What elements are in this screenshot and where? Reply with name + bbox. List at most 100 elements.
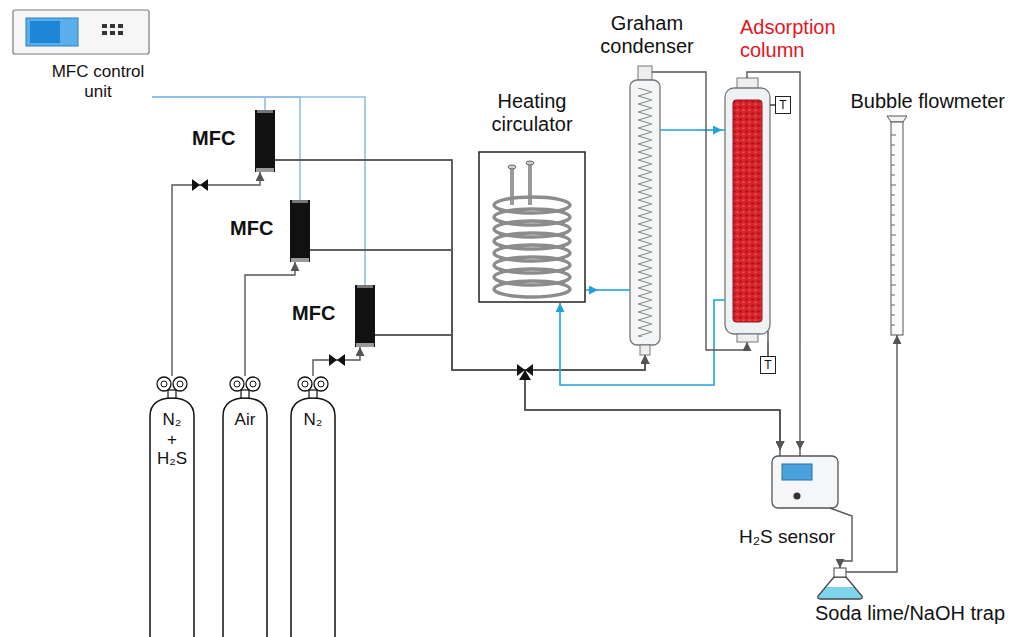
gas-cylinder: N₂	[289, 376, 337, 637]
valve-symbol	[329, 354, 345, 366]
cylinder-knob	[173, 377, 187, 391]
controller-button	[118, 31, 123, 35]
h2s-sensor: H₂S sensor	[735, 450, 860, 552]
coolant-stub	[722, 299, 725, 301]
glass-joint	[638, 66, 652, 80]
graduation-marks	[891, 135, 896, 325]
three-way-valve	[519, 370, 531, 380]
condenser-jacket	[630, 80, 660, 345]
gas-label: N₂	[304, 410, 323, 430]
cylinder-knob	[250, 381, 256, 387]
coolant-stub	[722, 129, 725, 131]
gas-cylinder: Air	[221, 376, 269, 637]
thermocouple-label: T	[764, 357, 771, 373]
control-cable	[152, 97, 300, 200]
cylinder-knob	[246, 377, 260, 391]
coolant-line	[696, 129, 722, 131]
thermocouple-wire	[767, 342, 768, 356]
device-label: MFC	[230, 217, 273, 240]
thermocouple: T	[760, 356, 776, 374]
device-label: MFC control unit	[48, 62, 148, 101]
gas-line	[172, 172, 260, 376]
cylinder-knob	[177, 381, 183, 387]
glass-joint	[737, 334, 758, 342]
heating-circulator: Heating circulator	[478, 88, 586, 303]
cylinder-body	[291, 398, 335, 637]
graham-condenser: Graham condenser	[598, 10, 696, 355]
mfc-cap	[291, 258, 309, 262]
mfc-cap	[257, 110, 273, 113]
device-label: MFC	[292, 302, 335, 325]
heating-coil	[494, 281, 570, 297]
sensor-screen	[782, 464, 812, 480]
adsorption-column: TAdsorption column	[722, 10, 838, 342]
gas-cylinder: N₂ + H₂S	[148, 376, 196, 637]
controller-screen	[26, 18, 78, 46]
adsorbent-bed	[733, 100, 762, 322]
controller-box: MFC control unit	[12, 10, 152, 105]
cylinder-neck	[309, 390, 317, 398]
device-label: Heating circulator	[491, 90, 572, 136]
gas-stub	[779, 450, 780, 456]
controller-screen	[30, 21, 60, 43]
cylinder-body	[223, 398, 267, 637]
controller-button	[118, 24, 123, 28]
control-cable	[152, 97, 365, 285]
mfc-cap	[292, 200, 308, 203]
circulator-frame	[479, 152, 585, 302]
gas-line	[896, 335, 897, 568]
gas-label: Air	[235, 410, 256, 430]
cylinder-neck	[241, 390, 249, 398]
gas-line	[375, 335, 780, 450]
coolant-line	[586, 289, 598, 291]
condenser-coil	[638, 88, 652, 337]
cylinder-knob	[161, 381, 167, 387]
gas-line	[310, 250, 645, 370]
gas-line	[799, 342, 800, 450]
coolant-stub	[598, 289, 630, 291]
mass-flow-controller: MFC	[188, 110, 275, 172]
gas-line	[275, 160, 645, 370]
cylinder-knob	[314, 377, 328, 391]
thermocouple-wire	[767, 331, 768, 342]
cylinder-knob	[230, 377, 244, 391]
gas-stub	[846, 568, 897, 572]
flowmeter-tube	[891, 122, 903, 335]
gas-stub	[799, 450, 800, 456]
mfc-cap	[356, 343, 374, 347]
gas-line	[375, 335, 645, 370]
controller-case	[13, 10, 149, 54]
device-label: Soda lime/NaOH trap	[815, 602, 1005, 625]
cylinder-knob	[302, 381, 308, 387]
sensor-button	[794, 493, 801, 500]
gas-line	[313, 347, 360, 376]
device-label: Bubble flowmeter	[850, 90, 1005, 113]
trap-flask	[818, 577, 862, 599]
controller-button	[102, 31, 107, 35]
controller-button	[102, 24, 107, 28]
valve-symbol	[192, 179, 208, 191]
gas-line	[245, 262, 295, 376]
gas-stub	[652, 71, 696, 72]
cylinder-body	[150, 398, 194, 637]
coolant-stub	[660, 129, 696, 131]
coil-pipe	[528, 164, 532, 205]
mass-flow-controller: MFC	[226, 200, 310, 262]
mfc-cap	[256, 168, 274, 172]
gas-line	[840, 552, 852, 568]
glass-joint	[640, 345, 650, 355]
cylinder-knob	[157, 377, 171, 391]
device-label: H₂S sensor	[739, 526, 835, 548]
device-label: Graham condenser	[600, 12, 693, 58]
thermocouple-label: T	[779, 97, 786, 113]
cylinder-knob	[298, 377, 312, 391]
pipe-end	[508, 165, 516, 169]
controller-button	[110, 31, 115, 35]
mfc-body	[255, 110, 275, 172]
control-cable	[152, 97, 265, 110]
sensor-case	[772, 456, 838, 508]
cylinder-knob	[234, 381, 240, 387]
cylinder-neck	[168, 390, 176, 398]
